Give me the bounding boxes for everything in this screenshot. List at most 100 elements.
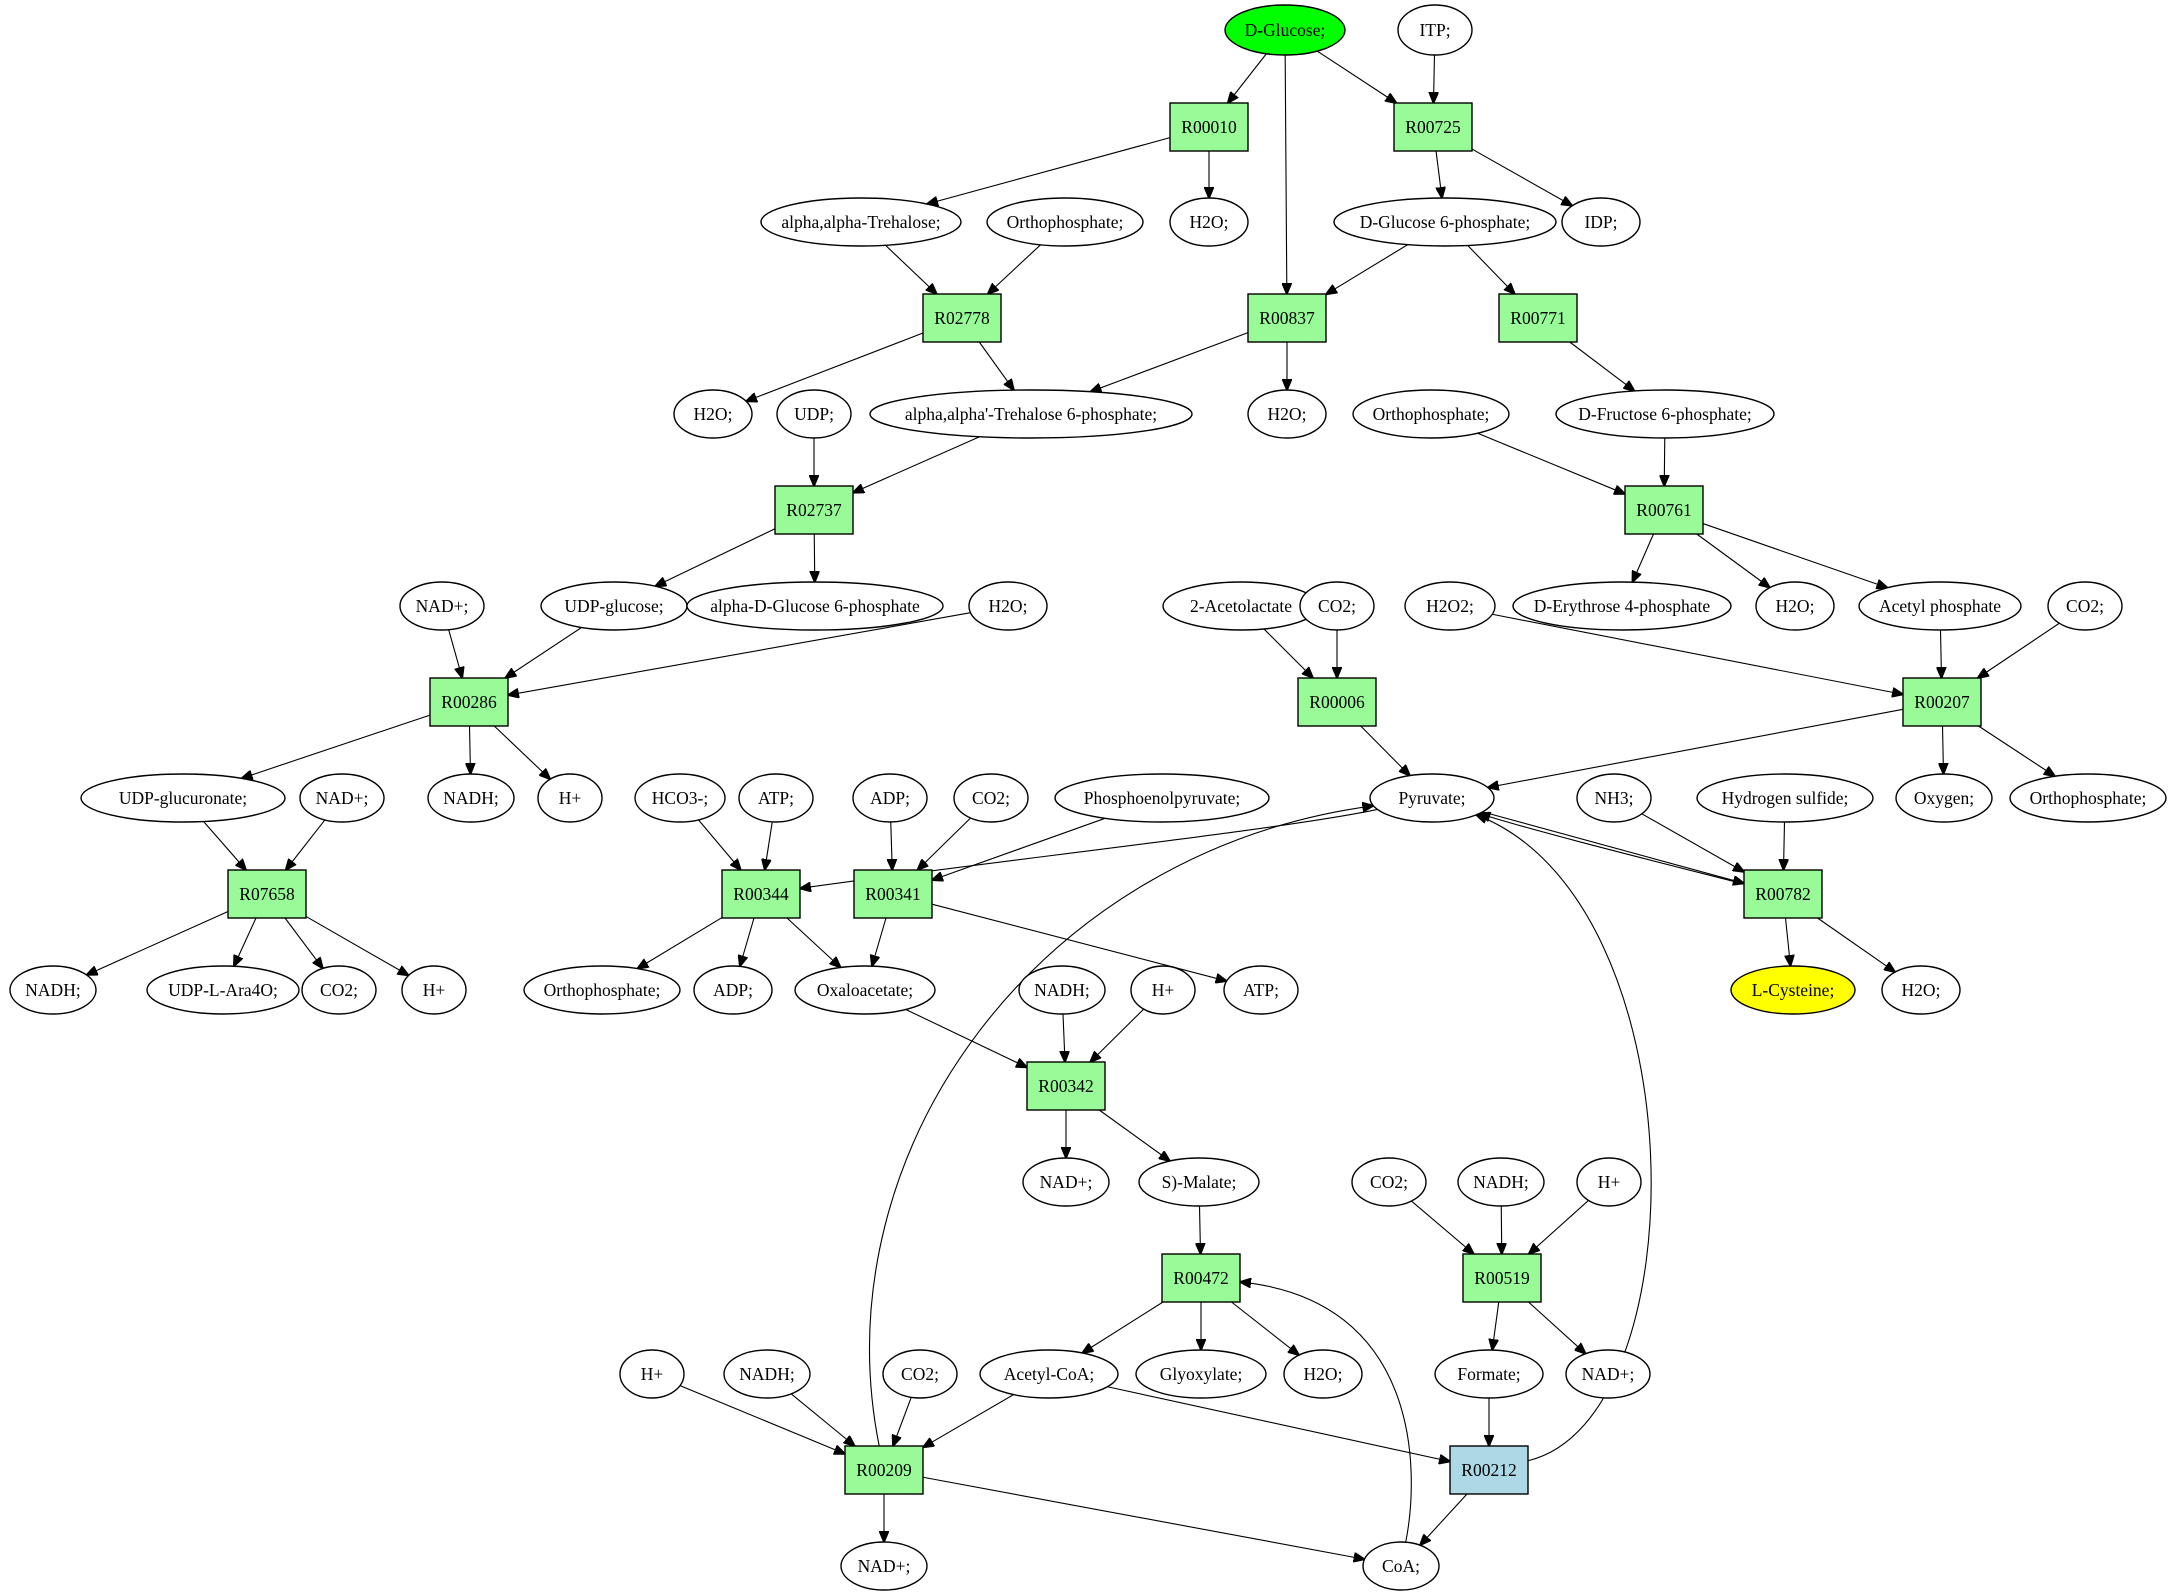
compound-node-f6p[interactable]: D-Fructose 6-phosphate;: [1555, 389, 1775, 439]
compound-node-udpgl[interactable]: UDP-glucuronate;: [80, 773, 286, 823]
reaction-node-R02778[interactable]: R02778: [922, 293, 1002, 343]
compound-node-idp[interactable]: IDP;: [1561, 197, 1641, 247]
compound-ellipse: [9, 965, 97, 1015]
node-label: NAD+;: [1040, 1172, 1093, 1192]
compound-node-pi1[interactable]: Orthophosphate;: [986, 197, 1144, 247]
node-label: R07658: [239, 884, 295, 904]
compound-node-adp1[interactable]: ADP;: [852, 773, 928, 823]
compound-node-co2c[interactable]: CO2;: [953, 773, 1029, 823]
compound-node-nadh2[interactable]: NADH;: [9, 965, 97, 1015]
compound-node-co2b[interactable]: CO2;: [2047, 581, 2123, 631]
compound-node-udp[interactable]: UDP;: [776, 389, 852, 439]
compound-node-pi2[interactable]: Orthophosphate;: [1352, 389, 1510, 439]
compound-node-pyr[interactable]: Pyruvate;: [1369, 773, 1495, 823]
reaction-node-R00207[interactable]: R00207: [1902, 677, 1982, 727]
compound-node-hp2[interactable]: H+: [401, 965, 467, 1015]
compound-node-nad1[interactable]: NAD+;: [399, 581, 485, 631]
compound-node-nad5[interactable]: NAD+;: [840, 1541, 928, 1591]
compound-node-h2o2[interactable]: H2O;: [673, 389, 753, 439]
reaction-node-R00344[interactable]: R00344: [721, 869, 801, 919]
compound-node-hp3[interactable]: H+: [1130, 965, 1196, 1015]
compound-node-nad4[interactable]: NAD+;: [1565, 1349, 1651, 1399]
compound-node-coa[interactable]: CoA;: [1362, 1541, 1440, 1591]
compound-node-tre[interactable]: alpha,alpha-Trehalose;: [760, 197, 962, 247]
compound-node-nadh5[interactable]: NADH;: [723, 1349, 811, 1399]
reaction-node-R00837[interactable]: R00837: [1247, 293, 1327, 343]
compound-node-co2d[interactable]: CO2;: [301, 965, 377, 1015]
compound-node-mal[interactable]: S)-Malate;: [1138, 1157, 1260, 1207]
compound-node-itp[interactable]: ITP;: [1397, 4, 1473, 56]
compound-ellipse: [776, 389, 852, 439]
compound-node-co2f[interactable]: CO2;: [882, 1349, 958, 1399]
compound-node-glx[interactable]: Glyoxylate;: [1135, 1349, 1267, 1399]
compound-node-h2o1[interactable]: H2O;: [1169, 197, 1249, 247]
reaction-box: [1247, 293, 1327, 343]
reaction-node-R00782[interactable]: R00782: [1743, 869, 1823, 919]
compound-node-co2e[interactable]: CO2;: [1351, 1157, 1427, 1207]
reaction-node-R00212[interactable]: R00212: [1449, 1445, 1529, 1495]
compound-node-acp[interactable]: Acetyl phosphate: [1858, 581, 2022, 631]
reaction-node-R00010[interactable]: R00010: [1169, 102, 1249, 152]
compound-node-h2o2x[interactable]: H2O2;: [1404, 581, 1496, 631]
compound-node-nadh1[interactable]: NADH;: [427, 773, 515, 823]
compound-node-co2a[interactable]: CO2;: [1299, 581, 1375, 631]
compound-node-hp4[interactable]: H+: [1576, 1157, 1642, 1207]
reaction-box: [844, 1445, 924, 1495]
reaction-node-R07658[interactable]: R07658: [227, 869, 307, 919]
node-label: alpha-D-Glucose 6-phosphate: [710, 596, 920, 616]
edge-R00207-to-pi3: [1978, 725, 2055, 776]
reaction-node-R00761[interactable]: R00761: [1624, 485, 1704, 535]
compound-node-acl[interactable]: 2-Acetolactate: [1162, 581, 1320, 631]
compound-node-t6p[interactable]: alpha,alpha'-Trehalose 6-phosphate;: [869, 389, 1193, 439]
compound-node-atp1[interactable]: ATP;: [738, 773, 814, 823]
compound-node-oaa[interactable]: Oxaloacetate;: [794, 965, 936, 1015]
reaction-node-R00725[interactable]: R00725: [1393, 102, 1473, 152]
compound-node-adp2[interactable]: ADP;: [693, 965, 773, 1015]
compound-node-hp5[interactable]: H+: [619, 1349, 685, 1399]
compound-node-h2s[interactable]: Hydrogen sulfide;: [1696, 773, 1874, 823]
compound-node-fmt[interactable]: Formate;: [1434, 1349, 1544, 1399]
compound-node-ag6p[interactable]: alpha-D-Glucose 6-phosphate: [686, 581, 944, 631]
compound-node-e4p[interactable]: D-Erythrose 4-phosphate: [1512, 581, 1732, 631]
compound-node-udpg[interactable]: UDP-glucose;: [540, 581, 688, 631]
reaction-node-R00209[interactable]: R00209: [844, 1445, 924, 1495]
compound-ellipse: [1224, 4, 1346, 56]
compound-node-h2o4[interactable]: H2O;: [968, 581, 1048, 631]
compound-node-o2[interactable]: Oxygen;: [1895, 773, 1993, 823]
compound-node-pi4[interactable]: Orthophosphate;: [523, 965, 681, 1015]
edge-accoa-to-R00209: [923, 1394, 1014, 1448]
reaction-node-R00472[interactable]: R00472: [1161, 1253, 1241, 1303]
reaction-node-R00342[interactable]: R00342: [1026, 1061, 1106, 1111]
reaction-node-R00006[interactable]: R00006: [1297, 677, 1377, 727]
compound-node-h2o7[interactable]: H2O;: [1283, 1349, 1363, 1399]
compound-node-hco3[interactable]: HCO3-;: [634, 773, 726, 823]
compound-node-udpara[interactable]: UDP-L-Ara4O;: [146, 965, 300, 1015]
compound-node-nad3[interactable]: NAD+;: [1022, 1157, 1110, 1207]
reaction-node-R02737[interactable]: R02737: [774, 485, 854, 535]
node-label: CO2;: [901, 1364, 939, 1384]
reaction-node-R00519[interactable]: R00519: [1462, 1253, 1542, 1303]
compound-ellipse: [794, 965, 936, 1015]
compound-ellipse: [1018, 965, 1106, 1015]
compound-node-nh3[interactable]: NH3;: [1576, 773, 1652, 823]
compound-node-hp1[interactable]: H+: [537, 773, 603, 823]
reaction-node-R00341[interactable]: R00341: [853, 869, 933, 919]
compound-node-h2o6[interactable]: H2O;: [1881, 965, 1961, 1015]
compound-node-cys[interactable]: L-Cysteine;: [1730, 965, 1856, 1015]
compound-node-h2o5[interactable]: H2O;: [1755, 581, 1835, 631]
compound-node-accoa[interactable]: Acetyl-CoA;: [979, 1349, 1119, 1399]
compound-node-nad2[interactable]: NAD+;: [299, 773, 385, 823]
reaction-node-R00286[interactable]: R00286: [429, 677, 509, 727]
compound-node-pep[interactable]: Phosphoenolpyruvate;: [1054, 773, 1270, 823]
compound-node-glc[interactable]: D-Glucose;: [1224, 4, 1346, 56]
edge-hco3-to-R00344: [698, 819, 740, 870]
edge-nad1-to-R00286: [448, 629, 463, 678]
compound-node-atp2[interactable]: ATP;: [1223, 965, 1299, 1015]
reaction-node-R00771[interactable]: R00771: [1498, 293, 1578, 343]
node-label: H2O;: [694, 404, 733, 424]
compound-node-nadh3[interactable]: NADH;: [1018, 965, 1106, 1015]
compound-node-g6p[interactable]: D-Glucose 6-phosphate;: [1333, 197, 1557, 247]
compound-node-h2o3[interactable]: H2O;: [1247, 389, 1327, 439]
compound-node-nadh4[interactable]: NADH;: [1457, 1157, 1545, 1207]
compound-node-pi3[interactable]: Orthophosphate;: [2009, 773, 2167, 823]
